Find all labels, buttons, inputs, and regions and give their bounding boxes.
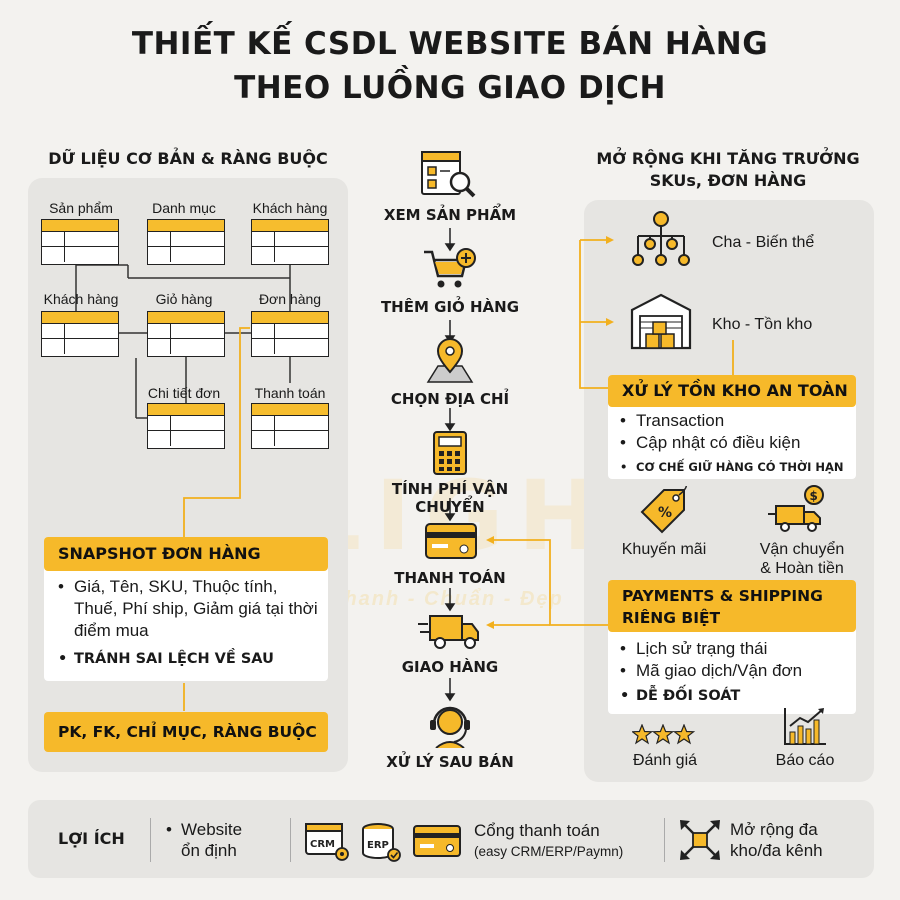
table-icon-danh-muc — [147, 219, 225, 265]
benefit-scale: Mở rộng đa kho/đa kênh — [730, 819, 823, 861]
er-connectors — [75, 264, 291, 711]
map-pin-icon — [426, 338, 474, 383]
table-label-don-hang: Đơn hàng — [258, 291, 322, 307]
title-line-2: THEO LUỒNG GIAO DỊCH — [234, 70, 666, 106]
erp-text: ERP — [367, 840, 389, 851]
report-label: Báo cáo — [775, 752, 835, 769]
benefit-gateway: Cổng thanh toán (easy CRM/ERP/Paymn) — [474, 820, 623, 862]
benefits-divider-3 — [664, 818, 665, 862]
right-heading-line-1: MỞ RỘNG KHI TĂNG TRƯỞNG — [596, 149, 860, 168]
table-label-san-pham: Sản phẩm — [49, 200, 113, 216]
inventory-list: Transaction Cập nhật có điều kiện CƠ CHẾ… — [620, 410, 856, 478]
variant-label: Cha - Biến thể — [712, 234, 815, 251]
table-label-khach-hang-top: Khách hàng — [252, 200, 328, 216]
erp-database-icon: ERP — [362, 823, 401, 862]
crm-icon: CRM — [305, 823, 349, 861]
svg-text:$: $ — [810, 489, 818, 503]
benefit-scale-line-1: Mở rộng đa — [730, 820, 818, 839]
table-label-chi-tiet-don: Chi tiết đơn — [147, 385, 221, 401]
warehouse-label: Kho - Tồn kho — [712, 316, 813, 333]
right-heading-line-2: SKUs, ĐƠN HÀNG — [649, 171, 807, 190]
table-icon-san-pham — [41, 219, 119, 265]
benefit-stable: •Website ổn định — [166, 819, 242, 861]
payments-item-2: Mã giao dịch/Vận đơn — [620, 660, 856, 682]
flow-arrows — [444, 228, 456, 702]
inventory-heading: XỬ LÝ TỒN KHO AN TOÀN — [608, 375, 856, 407]
right-heading: MỞ RỘNG KHI TĂNG TRƯỞNG SKUs, ĐƠN HÀNG — [580, 148, 876, 192]
expand-arrows-icon — [680, 820, 720, 860]
payments-heading-line-2: RIÊNG BIỆT — [622, 609, 721, 627]
payments-item-1: Lịch sử trạng thái — [620, 638, 856, 660]
credit-card-icon — [425, 523, 477, 559]
benefit-stable-line-2: ổn định — [181, 841, 237, 860]
table-icon-khach-hang — [41, 311, 119, 357]
support-headset-icon — [430, 706, 470, 748]
shipping-refund-line-2: & Hoàn tiền — [760, 560, 844, 577]
flow-step-3: CHỌN ĐỊA CHỈ — [390, 390, 510, 408]
product-search-icon — [421, 151, 476, 198]
title-line-1: THIẾT KẾ CSDL WEBSITE BÁN HÀNG — [131, 26, 769, 62]
benefits-divider-1 — [150, 818, 151, 862]
table-icon-don-hang — [251, 311, 329, 357]
table-icon-thanh-toan — [251, 403, 329, 449]
flow-step-2: THÊM GIỎ HÀNG — [380, 298, 520, 316]
shipping-refund-line-1: Vận chuyển — [759, 541, 845, 558]
refund-truck-icon: $ — [768, 485, 824, 532]
flow-step-7: XỬ LÝ SAU BÁN — [386, 753, 514, 771]
payments-item-3: DỄ ĐỐI SOÁT — [620, 685, 856, 707]
benefit-scale-line-2: kho/đa kênh — [730, 841, 823, 860]
flow-step-5: THANH TOÁN — [394, 569, 506, 587]
crm-text: CRM — [310, 839, 335, 850]
growth-connectors — [486, 236, 614, 629]
hierarchy-icon — [632, 211, 690, 266]
table-label-gio-hang: Giỏ hàng — [155, 291, 213, 307]
table-label-khach-hang: Khách hàng — [43, 291, 119, 307]
table-label-thanh-toan: Thanh toán — [254, 385, 326, 401]
benefit-gateway-line-1: Cổng thanh toán — [474, 821, 600, 840]
constraints-bar: PK, FK, CHỈ MỤC, RÀNG BUỘC — [44, 712, 328, 752]
table-label-danh-muc: Danh mục — [152, 200, 216, 216]
watermark-slogan: Nhanh - Chuẩn - Đẹp — [328, 588, 564, 610]
benefit-stable-line-1: •Website — [166, 820, 243, 839]
discount-tag-icon: % — [640, 486, 688, 534]
rating-stars-icon — [632, 724, 696, 745]
payments-heading: PAYMENTS & SHIPPING RIÊNG BIỆT — [608, 580, 856, 632]
bar-chart-icon — [784, 708, 826, 745]
benefit-gateway-line-2: (easy CRM/ERP/Paymn) — [474, 844, 624, 859]
payments-heading-line-1: PAYMENTS & SHIPPING — [622, 587, 823, 605]
snapshot-list: Giá, Tên, SKU, Thuộc tính, Thuế, Phí shi… — [58, 576, 320, 670]
delivery-truck-icon — [418, 615, 479, 649]
inventory-item-3: CƠ CHẾ GIỮ HÀNG CÓ THỜI HẠN — [620, 456, 856, 478]
benefits-divider-2 — [290, 818, 291, 862]
table-icon-khach-hang-top — [251, 219, 329, 265]
warehouse-icon — [630, 293, 692, 350]
table-icon-chi-tiet-don — [147, 403, 225, 449]
payments-list: Lịch sử trạng thái Mã giao dịch/Vận đơn … — [620, 638, 856, 707]
flow-step-4: TÍNH PHÍ VẬN CHUYỂN — [391, 480, 509, 516]
warehouse-to-inventory-connector — [732, 340, 734, 378]
benefits-label: LỢI ÍCH — [58, 829, 125, 848]
inventory-item-2: Cập nhật có điều kiện — [620, 432, 856, 454]
svg-text:%: % — [658, 505, 672, 521]
snapshot-heading: SNAPSHOT ĐƠN HÀNG — [44, 537, 328, 571]
flow-step-1: XEM SẢN PHẨM — [383, 206, 517, 224]
table-icon-gio-hang — [147, 311, 225, 357]
shipping-refund-label: Vận chuyển & Hoàn tiền — [740, 540, 864, 578]
cart-add-icon — [424, 248, 476, 288]
snapshot-item-2: TRÁNH SAI LỆCH VỀ SAU — [58, 648, 320, 670]
payment-gateway-card-icon — [413, 825, 461, 857]
snapshot-item-1: Giá, Tên, SKU, Thuộc tính, Thuế, Phí shi… — [58, 576, 320, 642]
calculator-icon — [433, 431, 467, 475]
left-heading: DỮ LIỆU CƠ BẢN & RÀNG BUỘC — [48, 149, 328, 168]
promo-label: Khuyến mãi — [621, 541, 707, 558]
inventory-item-1: Transaction — [620, 410, 856, 432]
flow-step-6: GIAO HÀNG — [401, 658, 499, 676]
benefit-stable-text-1: Website — [181, 820, 243, 839]
page-title: THIẾT KẾ CSDL WEBSITE BÁN HÀNG THEO LUỒN… — [0, 22, 900, 110]
review-label: Đánh giá — [632, 752, 698, 769]
